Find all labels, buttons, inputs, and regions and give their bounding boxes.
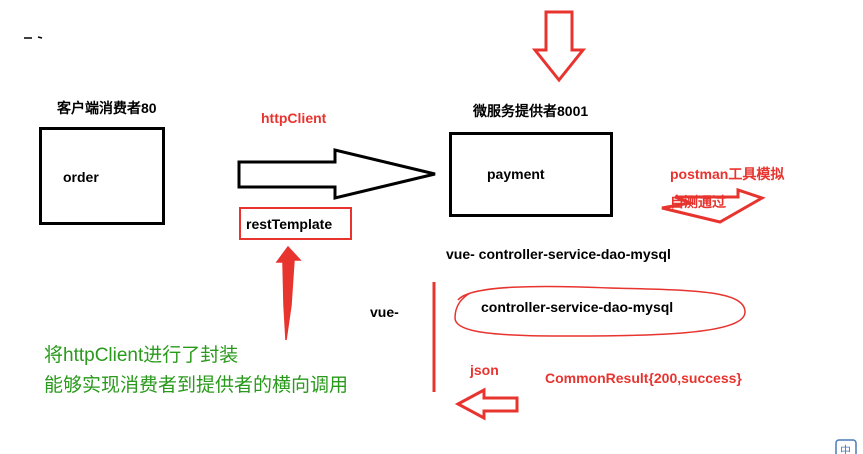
chain-oval xyxy=(454,285,746,337)
up-arrow-icon xyxy=(275,245,302,341)
common-result-label: CommonResult{200,success} xyxy=(545,370,742,386)
provider-box: payment xyxy=(449,132,613,217)
postman-line2: 自测通过 xyxy=(670,194,726,210)
note-line1: 将httpClient进行了封装 xyxy=(44,345,239,366)
http-client-arrow xyxy=(237,148,436,200)
note-line2: 能够实现消费者到提供者的横向调用 xyxy=(44,375,349,396)
rest-template-label: restTemplate xyxy=(246,216,333,232)
ime-corner-glyph: 中 xyxy=(840,444,851,454)
postman-line1: postman工具模拟 xyxy=(670,166,785,182)
consumer-box: order xyxy=(39,127,165,225)
consumer-box-label: order xyxy=(63,169,99,185)
chain-oval-label: controller-service-dao-mysql xyxy=(481,299,674,315)
rest-template-box: restTemplate xyxy=(239,207,352,240)
top-down-arrow-icon xyxy=(531,10,587,83)
consumer-title: 客户端消费者80 xyxy=(57,100,157,116)
vue-label: vue- xyxy=(370,304,399,320)
scribble-mark xyxy=(24,36,43,39)
provider-title: 微服务提供者8001 xyxy=(473,103,589,119)
chain-top-label: vue- controller-service-dao-mysql xyxy=(446,246,671,262)
json-label: json xyxy=(470,362,499,378)
ime-corner-icon xyxy=(835,439,857,454)
postman-down-arrow-icon xyxy=(661,187,766,224)
provider-box-label: payment xyxy=(487,166,545,182)
http-client-label: httpClient xyxy=(261,110,327,126)
json-left-arrow-icon xyxy=(454,387,519,421)
